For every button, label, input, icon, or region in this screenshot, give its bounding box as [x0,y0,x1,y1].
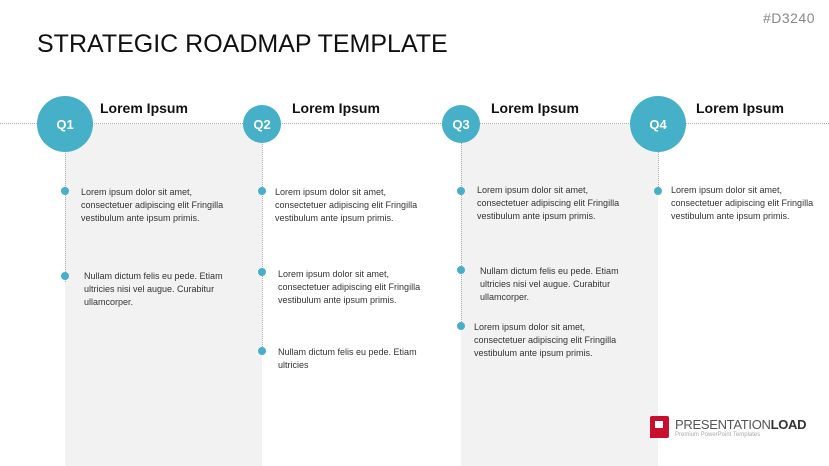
bullet-dot-icon [654,187,662,195]
q4-circle: Q4 [630,96,686,152]
bullet-dot-icon [258,268,266,276]
q1-connector [65,124,66,282]
logo-brand-a: PRESENTATION [675,416,771,432]
q3-circle: Q3 [442,105,480,143]
q3-item: Lorem ipsum dolor sit amet, consectetuer… [474,322,617,358]
logo-icon [650,416,669,438]
q2-item: Lorem ipsum dolor sit amet, consectetuer… [275,187,418,223]
bullet-dot-icon [258,187,266,195]
q4-heading: Lorem Ipsum [696,100,784,116]
bullet-dot-icon [457,187,465,195]
q3-heading: Lorem Ipsum [491,100,579,116]
bullet-dot-icon [457,322,465,330]
logo-brand-b: LOAD [770,416,807,432]
bullet-dot-icon [61,187,69,195]
bullet-dot-icon [457,266,465,274]
q2-item: Lorem ipsum dolor sit amet, consectetuer… [278,269,421,305]
logo-tagline: Premium PowerPoint Templates [675,431,761,438]
bullet-dot-icon [61,272,69,280]
q2-circle: Q2 [243,105,281,143]
q2-connector [262,124,263,355]
presentationload-logo: PRESENTATIONLOAD Premium PowerPoint Temp… [650,416,807,438]
q1-heading: Lorem Ipsum [100,100,188,116]
q3-panel [461,124,658,466]
q3-item: Nullam dictum felis eu pede. Etiam ultri… [480,266,619,302]
bullet-dot-icon [258,347,266,355]
q3-item: Lorem ipsum dolor sit amet, consectetuer… [477,185,620,221]
q1-item: Nullam dictum felis eu pede. Etiam ultri… [84,271,223,307]
page-title: STRATEGIC ROADMAP TEMPLATE [37,30,448,58]
q4-connector [658,124,659,195]
timeline-line [0,123,829,124]
q2-heading: Lorem Ipsum [292,100,380,116]
q2-item: Nullam dictum felis eu pede. Etiam ultri… [278,347,417,370]
q1-circle: Q1 [37,96,93,152]
q3-connector [461,124,462,330]
template-code: #D3240 [762,10,815,26]
q1-panel [65,124,262,466]
q4-item: Lorem ipsum dolor sit amet, consectetuer… [671,185,814,221]
q1-item: Lorem ipsum dolor sit amet, consectetuer… [81,187,224,223]
